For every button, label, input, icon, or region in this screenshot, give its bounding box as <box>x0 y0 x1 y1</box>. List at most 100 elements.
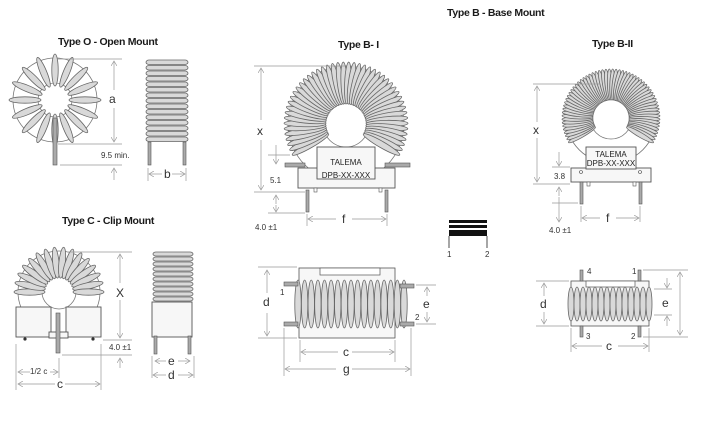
winding <box>294 279 302 329</box>
winding <box>360 279 368 329</box>
winding <box>67 81 98 96</box>
type-b1-bottom-dim-g: g <box>343 362 350 376</box>
type-b1-bottom-pin2: 2 <box>415 313 420 322</box>
type-o-lead <box>52 117 58 166</box>
winding <box>36 112 51 143</box>
winding <box>152 291 194 297</box>
winding <box>152 281 194 287</box>
type-b2-title: Type B-II <box>592 38 633 50</box>
winding <box>320 279 329 329</box>
type-b2-toroid-front <box>561 68 661 164</box>
type-c-dim-lead: 4.0 ±1 <box>109 343 132 352</box>
winding <box>21 109 46 134</box>
winding <box>380 279 388 329</box>
winding <box>609 286 617 322</box>
winding <box>152 256 194 262</box>
type-c-dim-x: X <box>116 286 125 300</box>
winding <box>51 53 59 87</box>
type-b1-dim-f: f <box>342 212 346 226</box>
type-b2-dim-x: x <box>533 123 539 137</box>
winding <box>567 286 575 322</box>
winding <box>145 59 189 65</box>
winding <box>145 81 189 87</box>
winding <box>12 81 43 96</box>
type-b1-toroid-front <box>283 61 409 183</box>
winding <box>72 288 105 296</box>
winding <box>645 286 653 322</box>
type-b2-bottom-dim-d: d <box>540 297 547 311</box>
winding <box>633 286 641 322</box>
type-c-dim-half-c: 1/2 c <box>30 367 48 376</box>
schematic-pin1: 1 <box>447 250 452 259</box>
winding <box>145 120 189 126</box>
type-b2-bottom-pin4: 4 <box>587 267 592 276</box>
winding <box>347 279 355 329</box>
winding <box>362 133 401 156</box>
winding <box>400 279 408 329</box>
winding <box>301 279 309 329</box>
winding <box>145 70 189 76</box>
type-b1-bottom-windings <box>294 279 408 329</box>
winding <box>145 76 189 82</box>
winding <box>152 261 194 267</box>
winding <box>621 286 629 322</box>
winding <box>145 65 189 71</box>
winding <box>334 279 342 329</box>
type-c-toroid-front <box>13 246 105 334</box>
type-b1-dim-x: x <box>257 124 263 138</box>
type-b2-base <box>570 167 652 183</box>
winding <box>626 126 654 144</box>
type-o-side-view <box>145 59 189 142</box>
type-b1-label-plate <box>316 146 376 180</box>
winding <box>639 286 647 322</box>
winding <box>152 251 194 257</box>
type-c-dim-d: d <box>168 368 175 382</box>
winding <box>615 286 623 322</box>
type-b2-bottom-pin1: 1 <box>632 267 637 276</box>
winding <box>36 57 51 88</box>
winding <box>145 125 189 131</box>
winding <box>152 271 194 277</box>
winding <box>59 112 74 143</box>
winding <box>387 279 395 329</box>
type-b2-label-plate <box>585 146 637 170</box>
winding <box>627 286 635 322</box>
type-c-title: Type C - Clip Mount <box>62 215 155 227</box>
winding <box>354 279 362 329</box>
winding <box>145 98 189 104</box>
type-c-dim-c: c <box>57 377 63 391</box>
type-o-title: Type O - Open Mount <box>58 36 158 48</box>
winding <box>597 286 605 322</box>
type-b1-bottom-dim-d: d <box>263 295 270 309</box>
type-c-dim-e: e <box>168 354 175 368</box>
type-b1-title: Type B- I <box>338 39 379 51</box>
type-b1-bottom-pin1: 1 <box>280 288 285 297</box>
type-b2-bottom-windings <box>567 286 653 322</box>
winding <box>68 96 102 104</box>
winding <box>145 131 189 137</box>
winding <box>591 286 599 322</box>
winding <box>603 286 611 322</box>
type-c-clip-right <box>65 306 102 338</box>
type-b1-dim-base: 5.1 <box>270 176 282 185</box>
winding <box>314 279 322 329</box>
type-c-side-view <box>152 251 194 302</box>
winding <box>393 279 401 329</box>
winding <box>145 114 189 120</box>
winding <box>145 109 189 115</box>
winding <box>152 296 194 302</box>
winding <box>367 279 375 329</box>
winding <box>327 279 335 329</box>
winding <box>64 66 89 91</box>
type-b-title: Type B - Base Mount <box>447 7 545 19</box>
winding <box>145 87 189 93</box>
winding <box>573 286 581 322</box>
winding <box>145 92 189 98</box>
winding <box>373 279 382 329</box>
type-b1-dim-lead: 4.0 ±1 <box>255 223 278 232</box>
winding <box>145 103 189 109</box>
type-b1-bottom-dim-c: c <box>343 345 349 359</box>
type-b2-dim-base: 3.8 <box>554 172 566 181</box>
winding <box>152 266 194 272</box>
type-b1-brand-label: TALEMA <box>330 158 362 167</box>
